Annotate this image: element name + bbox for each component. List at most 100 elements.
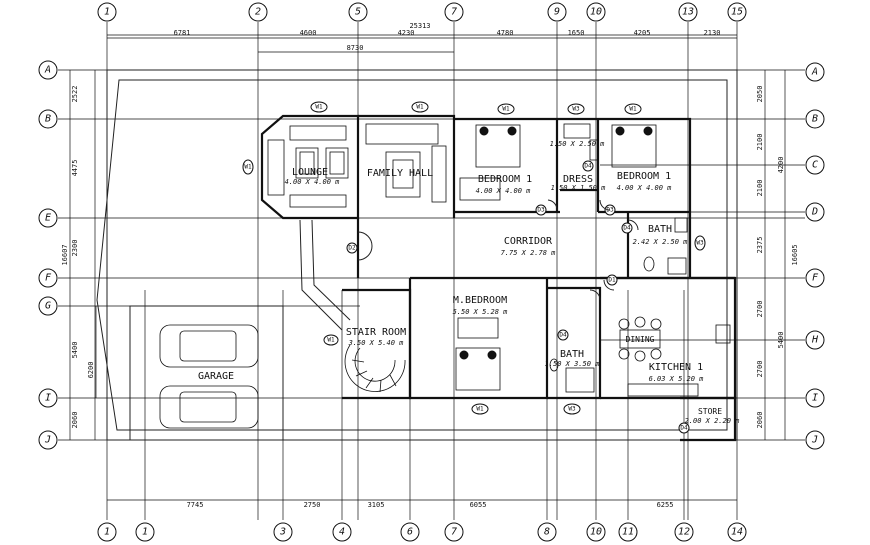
grid-label: 7: [451, 527, 457, 538]
window-tag: W1: [315, 104, 323, 111]
room-size-lounge: 4.00 X 4.00 m: [285, 178, 341, 186]
window-tag: W3: [572, 106, 580, 113]
dim-right: 2100: [756, 180, 764, 197]
room-name-bedroom1-b: BEDROOM 1: [617, 171, 671, 182]
room-size-bath-right: 2.42 X 2.50 m: [633, 238, 689, 246]
dim-left: 4475: [71, 160, 79, 177]
dim-right-total: 16605: [791, 244, 799, 265]
window-tag: W1: [327, 337, 335, 344]
window-tag: W1: [244, 164, 252, 171]
door-swings: [357, 199, 639, 301]
grid-bubbles-bottom: 1 1 3 4 6 7 8 10 11 12 14: [97, 522, 747, 542]
door-tag: D3: [606, 207, 614, 214]
room-name-garage: GARAGE: [198, 371, 234, 382]
grid-lines: [58, 22, 805, 520]
grid-label: 4: [339, 527, 345, 538]
grid-label: I: [45, 393, 51, 404]
grid-label: 12: [678, 527, 690, 538]
window-tag: W3: [568, 406, 576, 413]
dim-top: 4600: [300, 29, 317, 37]
dim-right: 2100: [756, 134, 764, 151]
grid-label: B: [45, 114, 51, 125]
door-tag: D4: [584, 163, 592, 170]
room-name-dining: DINING: [626, 335, 655, 344]
room-name-m-bedroom: M.BEDROOM: [453, 295, 507, 306]
dim-top: 4230: [398, 29, 415, 37]
room-name-lounge: LOUNGE: [292, 167, 328, 178]
room-name-dress: DRESS: [563, 174, 593, 185]
window-tag: W1: [416, 104, 424, 111]
grid-label: A: [811, 67, 818, 78]
grid-label: 3: [279, 527, 286, 538]
dim-left: 2522: [71, 86, 79, 103]
dim-bottom: 6255: [657, 501, 674, 509]
room-name-kitchen: KITCHEN 1: [649, 362, 703, 373]
room-name-family-hall: FAMILY HALL: [367, 168, 433, 179]
dim-right-sub: 5400: [777, 332, 785, 349]
grid-label: 10: [590, 527, 602, 538]
room-size-bedroom1-b: 4.00 X 4.00 m: [617, 184, 673, 192]
room-labels: LOUNGE 4.00 X 4.00 m FAMILY HALL BEDROOM…: [198, 140, 740, 425]
grid-label: 7: [451, 7, 457, 18]
dim-top-total: 25313: [409, 22, 430, 30]
grid-label: 8: [544, 527, 550, 538]
dim-right: 2060: [756, 412, 764, 429]
room-name-bath-right: BATH: [648, 224, 672, 235]
door-tag: D4: [623, 225, 631, 232]
grid-label: J: [44, 435, 51, 446]
dim-top: 1650: [568, 29, 585, 37]
grid-label: G: [45, 301, 51, 312]
opening-tags: W1 W1 W1 W3 W1 W1 W3 W1 W1 W3 D2 D3 D3 D…: [242, 101, 706, 434]
window-tag: W1: [476, 406, 484, 413]
dim-right-sub: 4200: [777, 157, 785, 174]
dim-bottom: 2750: [304, 501, 321, 509]
grid-label: 10: [590, 7, 602, 18]
room-name-stair-room: STAIR ROOM: [346, 327, 406, 338]
grid-label: E: [45, 213, 51, 224]
dim-top: 4780: [497, 29, 514, 37]
window-tag: W1: [502, 106, 510, 113]
dim-top: 6781: [174, 29, 191, 37]
inner-boundary: [96, 79, 728, 431]
door-tag: D1: [608, 277, 616, 284]
grid-label: 1: [104, 527, 110, 538]
room-name-store: STORE: [698, 407, 722, 416]
room-name-corridor: CORRIDOR: [504, 236, 553, 247]
walls: [129, 114, 737, 442]
grid-label: 6: [407, 527, 413, 538]
dim-left: 5400: [71, 342, 79, 359]
room-size-stair-room: 3.50 X 5.40 m: [348, 339, 405, 347]
dim-left-total: 16607: [61, 244, 69, 265]
door-tag: D4: [559, 332, 567, 339]
door-tag: D3: [537, 207, 545, 214]
grid-label: 9: [554, 7, 560, 18]
dim-bottom: 3105: [368, 501, 385, 509]
dim-top: 2130: [704, 29, 721, 37]
dim-right: 2050: [756, 86, 764, 103]
dim-bottom: 7745: [187, 501, 204, 509]
grid-label: 13: [682, 7, 694, 18]
dim-right: 2700: [756, 361, 764, 378]
grid-label: J: [811, 435, 818, 446]
room-size-m-bedroom: 5.50 X 5.28 m: [453, 308, 509, 316]
room-size-corridor: 7.75 X 2.78 m: [501, 249, 557, 257]
dim-left-sub: 6200: [87, 362, 95, 379]
grid-bubbles-left: A B E F G I J: [38, 60, 58, 450]
door-tag: D2: [348, 245, 356, 252]
door-tag: D4: [680, 425, 688, 432]
grid-label: D: [811, 207, 818, 218]
path-line: [299, 219, 343, 331]
room-size-bath-mid: 1.50 X 3.50 m: [545, 360, 601, 368]
grid-label: H: [811, 335, 819, 346]
grid-label: 14: [731, 527, 743, 538]
dim-left: 2300: [71, 240, 79, 257]
grid-label: 15: [731, 7, 743, 18]
grid-label: 11: [622, 527, 634, 538]
grid-label: F: [812, 273, 819, 284]
dim-left: 2060: [71, 412, 79, 429]
grid-label: 1: [142, 527, 148, 538]
window-tag: W1: [629, 106, 637, 113]
grid-label: F: [45, 273, 52, 284]
